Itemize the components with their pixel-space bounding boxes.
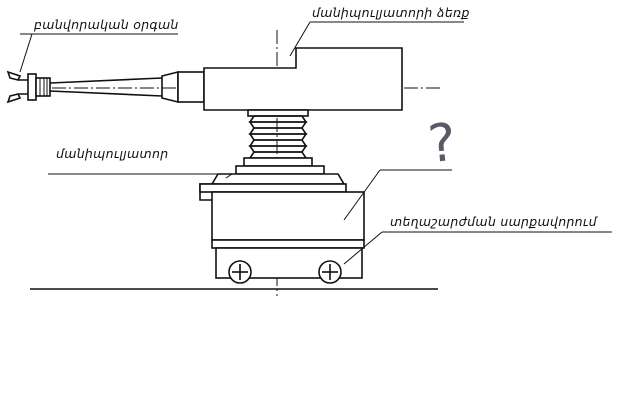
arm-housing [203, 47, 403, 111]
label-manipulator: մանիպուլյատոր [56, 146, 168, 161]
question-mark-annotation: ? [425, 113, 459, 176]
arm-rod [49, 70, 205, 104]
leader-gripper [19, 33, 178, 73]
wheel-right [318, 260, 342, 284]
label-gripper: բանվորական օրգան [33, 17, 179, 32]
label-transport-device: տեղաշարժման սարքավորում [390, 214, 599, 229]
carriage [199, 183, 365, 279]
leader-device-body [343, 169, 452, 221]
leader-manipulator-arm [289, 21, 464, 57]
leader-manipulator [48, 173, 233, 179]
label-manipulator-arm: մանիպուլյատորի ձեռք [312, 5, 470, 20]
leader-transport-device [343, 231, 612, 265]
gripper [6, 70, 51, 104]
wheel-left [228, 260, 252, 284]
bellows [243, 109, 313, 167]
